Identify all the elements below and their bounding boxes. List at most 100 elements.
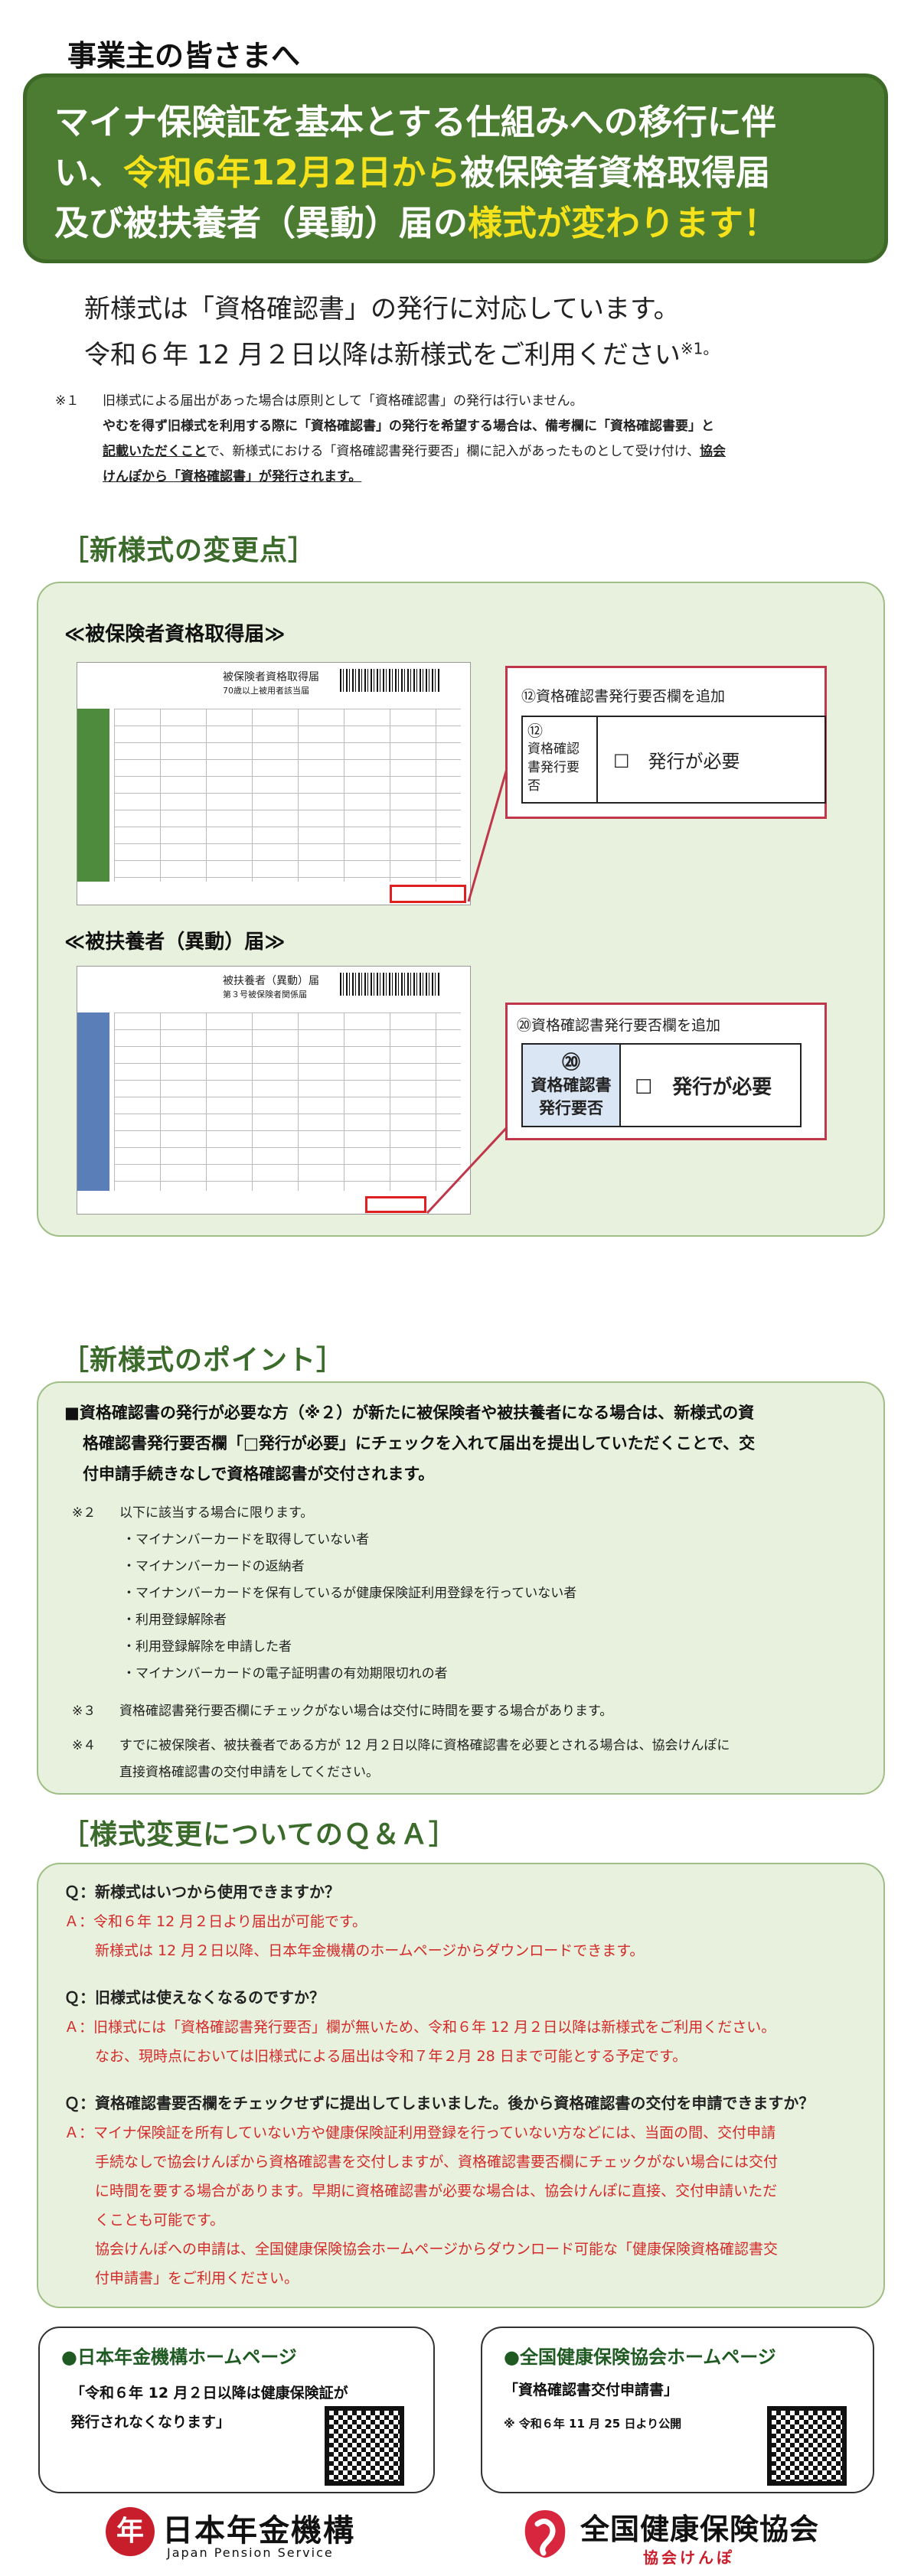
section-title-points: ［新様式のポイント］ (61, 1345, 345, 1376)
form1-side-bar (77, 709, 109, 882)
form1-title: 被保険者資格取得届 70歳以上被用者該当届 (223, 670, 319, 698)
form2-label: ≪被扶養者（異動）届≫ (64, 931, 286, 954)
kyokai-logo: 全国健康保険協会 協会けんぽ (521, 2504, 857, 2570)
callout2-number: ⑳ (562, 1052, 580, 1073)
note-item: ・マイナンバーカードの返納者 (122, 1559, 305, 1574)
callout1-option: ☐ 発行が必要 (613, 751, 740, 772)
form1-label: ≪被保険者資格取得届≫ (64, 623, 286, 646)
form1-highlight-box (390, 885, 466, 903)
form2-image: 被扶養者（異動）届第３号被保険者関係届 (77, 966, 471, 1215)
form1-title-text: 被保険者資格取得届 (223, 671, 319, 683)
callout1-number: ⑫ (527, 722, 543, 740)
form1-subtitle: 70歳以上被用者該当届 (223, 686, 309, 696)
points-main-line: 格確認書発行要否欄「□発行が必要」にチェックを入れて届出を提出していただくことで… (83, 1434, 756, 1453)
callout2-label-cell: ⑳ 資格確認書発行要否 (521, 1043, 621, 1127)
form2-side-bar (77, 1012, 109, 1191)
nenkin-homepage-box[interactable]: ●日本年金機構ホームページ 「令和６年 12 月２日以降は健康保険証が 発行され… (38, 2327, 435, 2493)
section-title-changes: ［新様式の変更点］ (61, 535, 317, 566)
barcode-icon (340, 973, 439, 996)
banner-line-3: 及び被扶養者（異動）届の様式が変わります！ (54, 198, 857, 249)
note-text: すでに被保険者、被扶養者である方が 12 月２日以降に資格確認書を必要とされる場… (119, 1738, 730, 1753)
kyokai-logo-icon (524, 2510, 566, 2558)
note-label: ※４ (72, 1738, 96, 1753)
note-text: 直接資格確認書の交付申請をしてください。 (119, 1765, 379, 1780)
banner-date-highlight: 令和6年12月2日から (123, 152, 461, 193)
note-item: ・マイナンバーカードの電子証明書の有効期限切れの者 (122, 1666, 448, 1681)
footnote-text: で、新様式における「資格確認書発行要否」欄に記入があったものとして受け付け、 (207, 444, 700, 459)
kyokai-qr-code-icon[interactable] (767, 2406, 847, 2486)
note-label: ※２ (72, 1505, 96, 1521)
qa-panel (37, 1863, 885, 2308)
note-item: ・マイナンバーカードを取得していない者 (122, 1532, 370, 1547)
nenkin-qr-code-icon[interactable] (325, 2406, 404, 2486)
note-text: 以下に該当する場合に限ります。 (119, 1505, 314, 1521)
points-panel (37, 1381, 885, 1795)
answer-3-cont: 手続なしで協会けんぽから資格確認書を交付しますが、資格確認書要否欄にチェックがな… (95, 2154, 779, 2170)
points-main-line: ■資格確認書の発行が必要な方（※２）が新たに被保険者や被扶養者になる場合は、新様… (64, 1404, 755, 1422)
nenkin-text-line: 発行されなくなります」 (70, 2414, 231, 2431)
callout2-option-cell: ☐ 発行が必要 (619, 1043, 802, 1127)
nenkin-text-line: 「令和６年 12 月２日以降は健康保険証が (70, 2385, 348, 2402)
callout1-box: ⑫資格確認書発行要否欄を追加 ⑫ 資格確認書発行要否 ☐ 発行が必要 (505, 666, 827, 819)
answer-1-cont: 新様式は 12 月２日以降、日本年金機構のホームページからダウンロードできます。 (95, 1942, 645, 1959)
banner-text: 被保険者資格取得届 (460, 152, 771, 193)
answer-2-cont: なお、現時点においては旧様式による届出は令和７年２月 28 日まで可能とする予定… (95, 2048, 687, 2065)
kyokai-homepage-text: 「資格確認書交付申請書」 (504, 2382, 679, 2398)
headline-banner: マイナ保険証を基本とする仕組みへの移行に伴 い、令和6年12月2日から被保険者資… (23, 73, 888, 263)
callout2-title: ⑳資格確認書発行要否欄を追加 (517, 1017, 721, 1034)
page-greeting: 事業主の皆さまへ (67, 39, 301, 73)
answer-2: Ａ：旧様式には「資格確認書発行要否」欄が無いため、令和６年 12 月２日以降は新… (64, 2019, 776, 2036)
note-item: ・マイナンバーカードを保有しているが健康保険証利用登録を行っていない者 (122, 1586, 577, 1601)
kyokai-homepage-box[interactable]: ●全国健康保険協会ホームページ 「資格確認書交付申請書」 ※ 令和６年 11 月… (481, 2327, 874, 2493)
form2-title: 被扶養者（異動）届第３号被保険者関係届 (223, 974, 319, 1002)
callout2-option: ☐ 発行が必要 (635, 1075, 772, 1099)
qa-content: Ｑ：新様式はいつから使用できますか？ Ａ：令和６年 12 月２日より届出が可能で… (64, 1877, 876, 2293)
callout2-table: ⑳ 資格確認書発行要否 ☐ 発行が必要 (521, 1043, 802, 1127)
answer-3-cont: 協会けんぽへの申請は、全国健康保険協会ホームページからダウンロード可能な「健康保… (95, 2241, 779, 2258)
answer-1: Ａ：令和６年 12 月２日より届出が可能です。 (64, 1913, 367, 1930)
footnote-underlined: けんぽから「資格確認書」が発行されます。 (103, 469, 362, 484)
callout2-connector (426, 1058, 511, 1215)
question-3: Ｑ：資格確認書要否欄をチェックせずに提出してしまいました。後から資格確認書の交付… (64, 2094, 815, 2112)
footnote-text: 旧様式による届出があった場合は原則として「資格確認書」の発行は行いません。 (103, 393, 583, 409)
nenkin-homepage-title: ●日本年金機構ホームページ (61, 2346, 297, 2368)
points-notes: ※２ 以下に該当する場合に限ります。 ・マイナンバーカードを取得していない者 ・マ… (72, 1500, 868, 1786)
note-item: ・利用登録解除を申請した者 (122, 1639, 292, 1655)
callout1-label-cell: ⑫ 資格確認書発行要否 (521, 716, 598, 804)
banner-line-1: マイナ保険証を基本とする仕組みへの移行に伴 (54, 102, 776, 142)
kyokai-logo-name: 全国健康保険協会 (580, 2512, 820, 2546)
question-2: Ｑ：旧様式は使えなくなるのですか？ (64, 1988, 325, 2007)
callout1-title: ⑫資格確認書発行要否欄を追加 (521, 688, 726, 705)
form2-grid (114, 1012, 461, 1191)
kyokai-logo-sub: 協会けんぽ (643, 2548, 735, 2567)
kyokai-homepage-title: ●全国健康保険協会ホームページ (504, 2346, 776, 2368)
kyokai-publish-note: ※ 令和６年 11 月 25 日より公開 (504, 2417, 682, 2431)
intro-line-2: 令和６年 12 月２日以降は新様式をご利用ください※1。 (84, 334, 718, 371)
form2-title-text: 被扶養者（異動）届 (223, 975, 319, 987)
banner-text: 及び被扶養者（異動）届の (54, 203, 469, 243)
note-item: ・利用登録解除者 (122, 1612, 227, 1628)
nenkin-logo-name: 日本年金機構 (162, 2513, 355, 2548)
form1-image: 被保険者資格取得届 70歳以上被用者該当届 (77, 662, 471, 905)
footnote-underlined: 記載いただくこと (103, 444, 207, 459)
points-main: ■資格確認書の発行が必要な方（※２）が新たに被保険者や被扶養者になる場合は、新様… (64, 1397, 860, 1489)
callout1-table: ⑫ 資格確認書発行要否 ☐ 発行が必要 (521, 716, 826, 804)
nenkin-logo: 年 日本年金機構 Japan Pension Service (106, 2504, 381, 2565)
answer-3: Ａ：マイナ保険証を所有していない方や健康保険証利用登録を行っていない方などには、… (64, 2124, 776, 2141)
banner-change-highlight: 様式が変わります！ (468, 203, 779, 243)
nenkin-homepage-text: 「令和６年 12 月２日以降は健康保険証が 発行されなくなります」 (70, 2379, 348, 2437)
callout2-cell-text: 資格確認書発行要否 (531, 1076, 612, 1117)
form1-grid (114, 709, 461, 882)
nenkin-logo-en: Japan Pension Service (167, 2545, 334, 2560)
intro-footnote-ref: ※1。 (680, 339, 719, 358)
points-main-line: 付申請手続きなしで資格確認書が交付されます。 (83, 1465, 435, 1483)
answer-3-cont: に時間を要する場合があります。早期に資格確認書が必要な場合は、協会けんぽに直接、… (95, 2183, 778, 2199)
footnote-text: やむを得ず旧様式を利用する際に「資格確認書」の発行を希望する場合は、備考欄に「資… (103, 419, 714, 434)
footnote-label: ※１ (55, 393, 80, 409)
intro-line-1: 新様式は「資格確認書」の発行に対応しています。 (84, 294, 680, 324)
question-1: Ｑ：新様式はいつから使用できますか？ (64, 1883, 340, 1901)
note-text: 資格確認書発行要否欄にチェックがない場合は交付に時間を要する場合があります。 (119, 1704, 613, 1719)
note-label: ※３ (72, 1704, 96, 1719)
form2-highlight-box (365, 1196, 426, 1213)
